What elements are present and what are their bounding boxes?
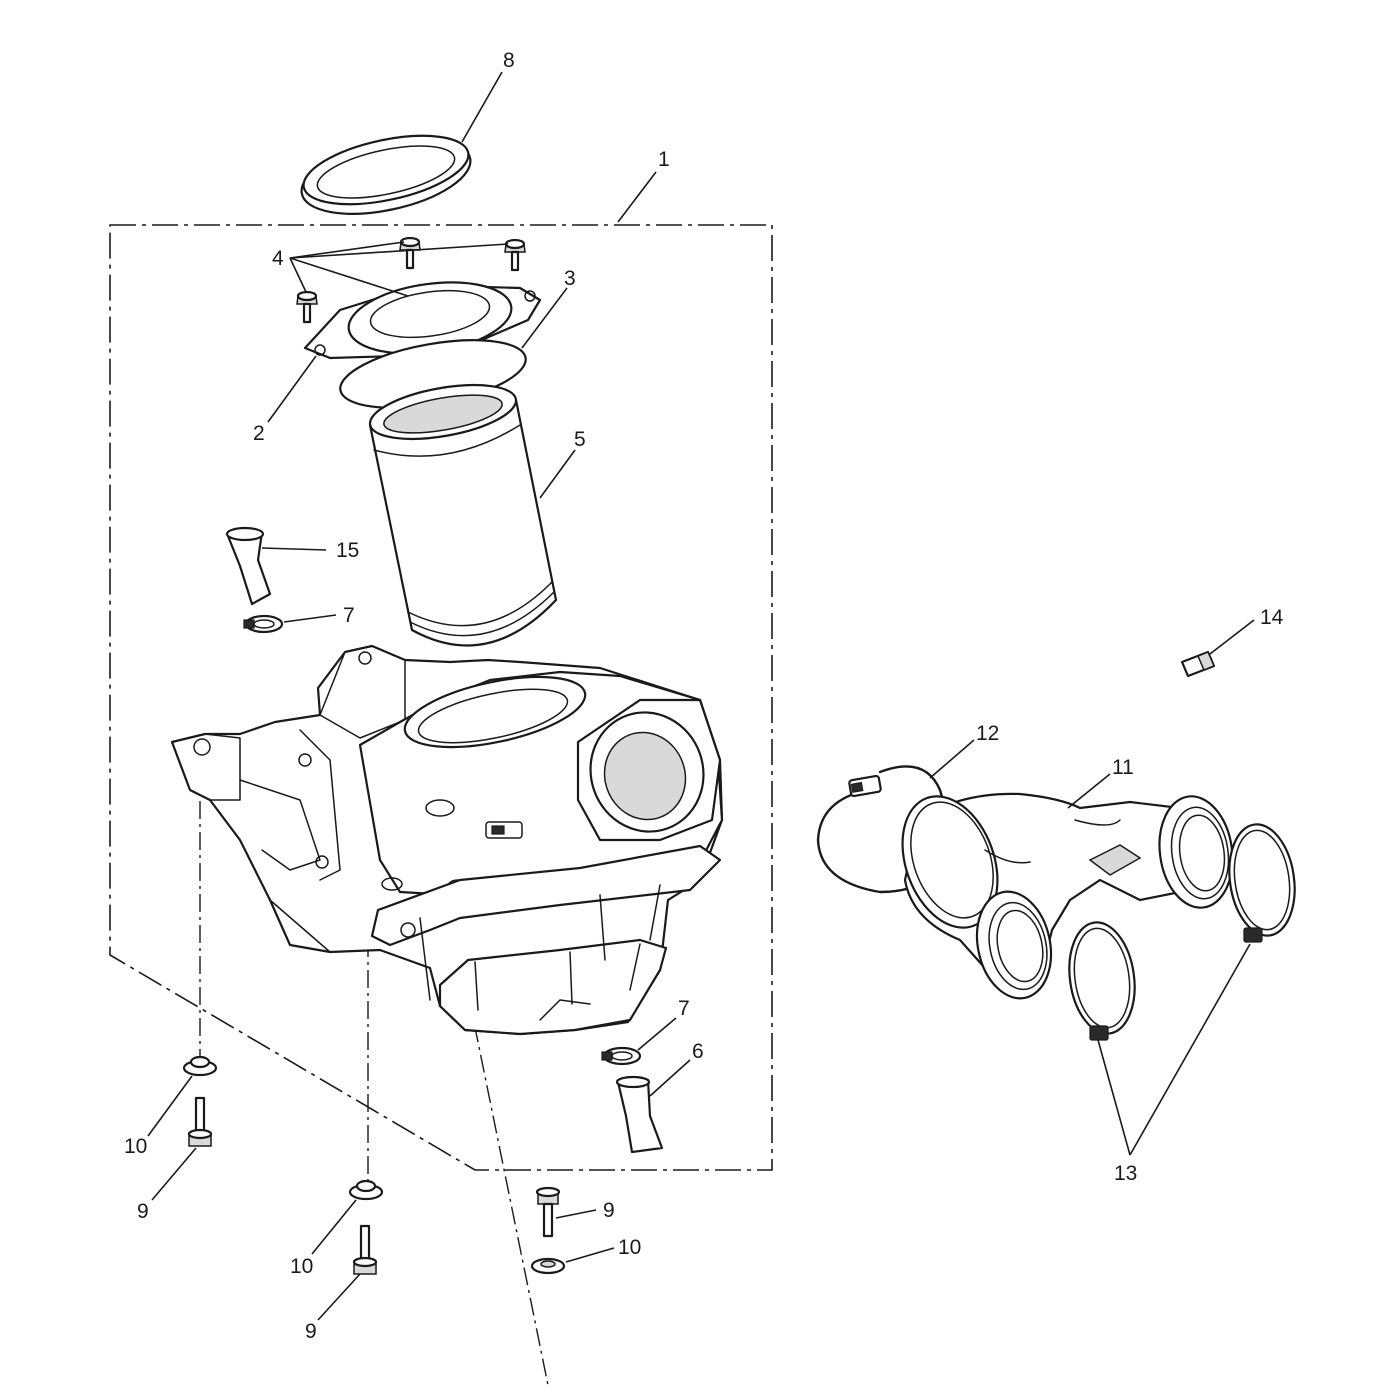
callout-8: 8 [503, 49, 515, 72]
callout-14: 14 [1260, 606, 1284, 629]
part-11-intake-duct [901, 792, 1234, 1000]
part-10-washer-left [182, 1055, 218, 1077]
callout-labels: 8 1 4 3 2 5 15 7 14 12 11 7 6 10 13 9 9 … [124, 49, 1284, 1343]
callout-9-right: 9 [603, 1199, 615, 1222]
part-10-washer-middle [348, 1179, 384, 1201]
part-9-bolt-right [535, 1186, 561, 1238]
callout-2: 2 [253, 422, 265, 445]
part-9-bolt-left [187, 1096, 213, 1147]
callout-10-right: 10 [618, 1236, 641, 1259]
part-8-intake-seal [300, 134, 472, 215]
callout-3: 3 [564, 267, 576, 290]
part-7-hose-clip-lower [601, 1046, 642, 1066]
assembly-frame [109, 224, 773, 1171]
callout-12: 12 [976, 722, 999, 745]
callout-13: 13 [1114, 1162, 1137, 1185]
part-13-clamp-lower [1068, 921, 1136, 1041]
callout-4: 4 [272, 247, 284, 270]
part-15-drain-hose [225, 526, 272, 606]
callout-10-middle: 10 [290, 1255, 313, 1278]
callout-9-middle: 9 [305, 1320, 317, 1343]
callout-9-left: 9 [137, 1200, 149, 1223]
leader-lines [147, 71, 1255, 1321]
callout-10-left: 10 [124, 1135, 147, 1158]
callout-7-upper: 7 [343, 604, 355, 627]
callout-15: 15 [336, 539, 359, 562]
callout-5: 5 [574, 428, 586, 451]
part-7-hose-clip-upper [243, 614, 284, 634]
part-9-bolt-middle [352, 1224, 378, 1275]
part-10-washer-right [530, 1257, 566, 1275]
callout-1: 1 [658, 148, 670, 171]
part-1-airbox-housing [170, 644, 724, 1036]
part-5-air-filter [368, 383, 558, 647]
part-14-clip [1180, 650, 1216, 678]
part-13-clamp-upper [1228, 823, 1296, 943]
part-6-drain-hose [615, 1075, 664, 1154]
callout-6: 6 [692, 1040, 704, 1063]
callout-11: 11 [1112, 756, 1134, 779]
callout-7-lower: 7 [678, 997, 690, 1020]
